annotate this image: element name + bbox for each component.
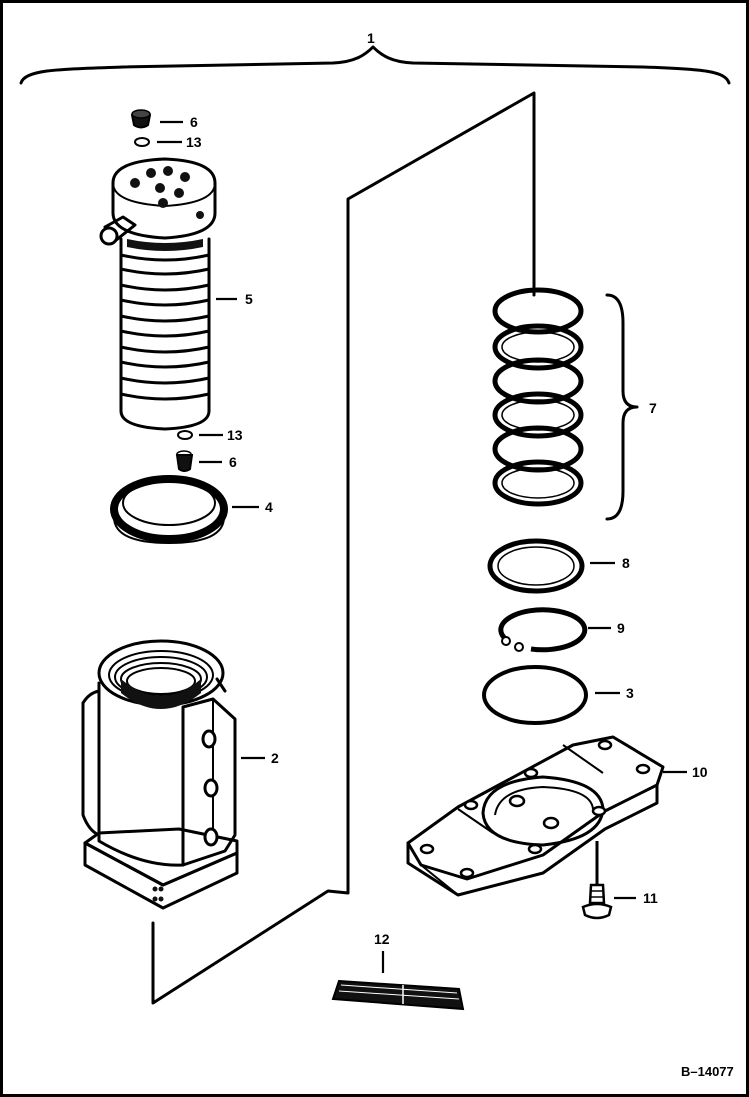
callout-5: 5	[245, 291, 253, 307]
plug-top	[130, 109, 152, 129]
callout-12: 12	[374, 931, 390, 947]
callout-11: 11	[643, 890, 658, 906]
plug-bottom	[175, 450, 194, 472]
o-ring-top	[134, 137, 150, 147]
diagram-canvas: 1 6 13	[19, 30, 734, 1079]
callout-6-bottom: 6	[229, 454, 237, 470]
cover-plate	[406, 735, 665, 897]
callout-13-bottom: 13	[227, 427, 243, 443]
bolt	[581, 841, 613, 920]
seal	[110, 475, 228, 545]
swivel-spool	[99, 157, 217, 431]
decal	[331, 979, 465, 1011]
swivel-housing	[81, 639, 239, 910]
ring	[487, 538, 585, 594]
figure-number: B–14077	[681, 1064, 734, 1079]
seal-ring-set	[492, 287, 584, 507]
callout-6-top: 6	[190, 114, 198, 130]
callout-3: 3	[626, 685, 634, 701]
snap-ring	[498, 607, 588, 653]
callout-7: 7	[649, 400, 657, 416]
brace-7	[605, 293, 639, 521]
o-ring	[482, 665, 588, 725]
callout-10: 10	[692, 764, 708, 780]
callout-9: 9	[617, 620, 625, 636]
o-ring-bottom	[177, 430, 193, 440]
callout-4: 4	[265, 499, 273, 515]
assembly-brace	[19, 45, 731, 85]
callout-1: 1	[367, 30, 375, 46]
callout-8: 8	[622, 555, 630, 571]
callout-13-top: 13	[186, 134, 202, 150]
callout-2: 2	[271, 750, 279, 766]
assembly-outline	[151, 91, 536, 1005]
